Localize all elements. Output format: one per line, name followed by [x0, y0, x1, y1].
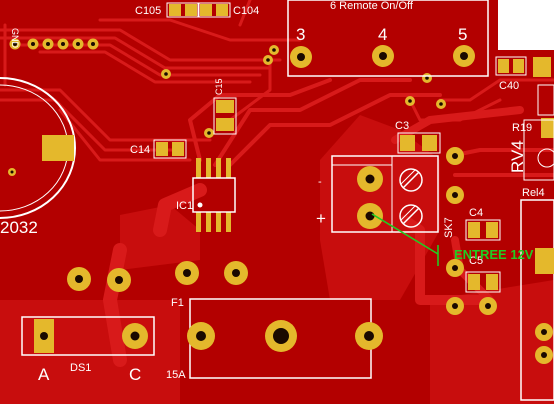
- battery-pad: [42, 135, 74, 161]
- c105-footprint: [166, 2, 200, 18]
- c40-side-pad: [533, 57, 551, 77]
- label-fuse-rating: 15A: [166, 369, 186, 381]
- label-minus: -: [318, 176, 322, 188]
- c5-footprint: [465, 271, 501, 293]
- label-c105: C105: [135, 5, 161, 17]
- label-c40: C40: [499, 80, 519, 92]
- label-c3: C3: [395, 120, 409, 132]
- label-pin-4: 4: [378, 25, 387, 44]
- label-plus: +: [316, 209, 326, 228]
- battery-holder: [0, 77, 76, 219]
- label-c15: C15: [214, 78, 224, 95]
- label-entree-12v: ENTREE 12V: [454, 247, 534, 262]
- f1-fuse-holder: [187, 298, 383, 379]
- label-rel4: Rel4: [522, 187, 545, 199]
- via-row-top-left: [8, 38, 446, 176]
- label-r19: R19: [512, 122, 532, 134]
- label-remote: 6 Remote On/Off: [330, 0, 414, 12]
- c14-footprint: [153, 139, 187, 159]
- board-edge-cutout: [498, 0, 554, 50]
- label-sk7: SK7: [443, 217, 455, 238]
- label-c104: C104: [233, 5, 259, 17]
- label-pin-3: 3: [296, 25, 305, 44]
- label-rv4: RV4: [508, 140, 527, 173]
- pads-above-fuse: [67, 261, 248, 292]
- label-cathode: C: [129, 365, 141, 384]
- ic1-footprint: [192, 158, 236, 232]
- rel4-outline: [520, 199, 554, 401]
- label-ds1: DS1: [70, 362, 91, 374]
- c4-footprint: [465, 219, 501, 241]
- rv4-footprint: [523, 119, 554, 181]
- c15-footprint: [213, 97, 237, 135]
- label-c14: C14: [130, 144, 150, 156]
- label-ic1: IC1: [176, 200, 193, 212]
- sk7-terminal: [331, 155, 439, 233]
- label-anode: A: [38, 365, 50, 384]
- annotation-leader-line: [371, 213, 439, 255]
- label-c5: C5: [469, 255, 483, 267]
- label-battery: 2032: [0, 218, 38, 237]
- ds1-diode: [21, 316, 155, 356]
- via-cluster-right: [446, 147, 497, 315]
- label-c4: C4: [469, 207, 483, 219]
- c40-footprint: [495, 56, 527, 76]
- r19-footprint: [541, 118, 554, 138]
- label-f1: F1: [171, 297, 184, 309]
- label-gnd: GND: [10, 28, 20, 49]
- label-pin-5: 5: [458, 25, 467, 44]
- right-edge-box: [537, 84, 554, 116]
- c104-footprint: [197, 2, 231, 18]
- rel4-pads: [535, 248, 554, 364]
- remote-connector: [287, 0, 489, 77]
- c3-footprint: [397, 132, 441, 154]
